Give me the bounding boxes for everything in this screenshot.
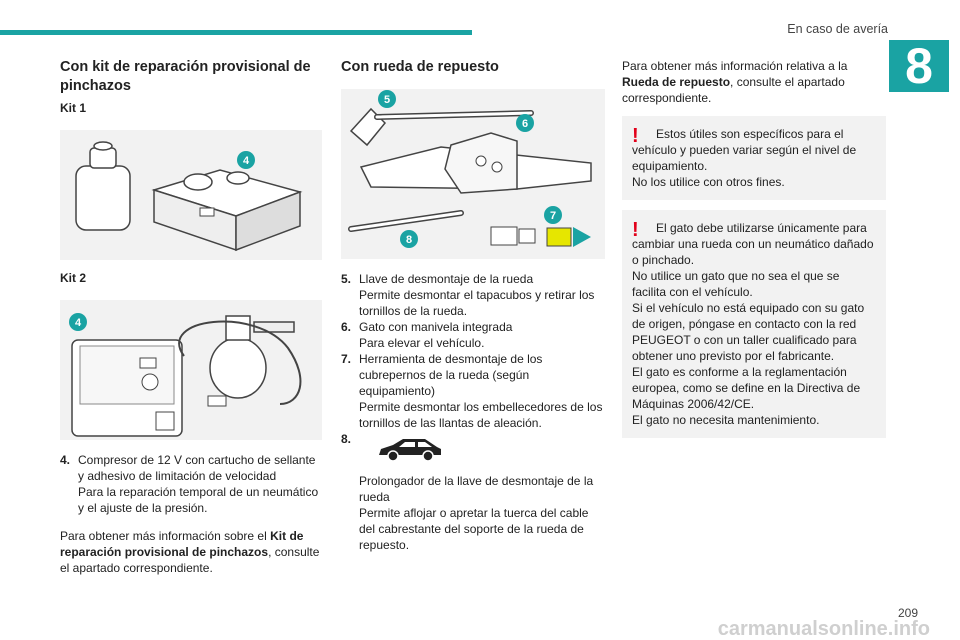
spare-wheel-heading: Con rueda de repuesto bbox=[341, 59, 499, 75]
warning-box-tools: ! Estos útiles son específicos para el v… bbox=[622, 116, 886, 200]
kit2-label: Kit 2 bbox=[60, 271, 87, 285]
warning-jack-text: El gato debe utilizarse únicamente para … bbox=[632, 221, 874, 267]
section-title: En caso de avería bbox=[787, 22, 888, 36]
item-6-number: 6. bbox=[341, 320, 352, 334]
kit1-drawing: 4 bbox=[75, 141, 303, 252]
header-accent-bar bbox=[0, 30, 472, 35]
reference-text-end: , consulte el apartado correspondiente. bbox=[60, 545, 320, 575]
item-4-number: 4. bbox=[60, 453, 71, 467]
kit2-drawing: 4 bbox=[69, 313, 302, 437]
item-4-title: Compresor de 12 V con cartucho de sellan… bbox=[78, 453, 316, 483]
warning-tools-text: Estos útiles son específicos para el veh… bbox=[632, 127, 857, 173]
item-5: 5. Llave de desmontaje de la rueda Permi… bbox=[341, 271, 605, 319]
kit1-illustration: 4 bbox=[60, 130, 322, 260]
item-4: 4. Compresor de 12 V con cartucho de sel… bbox=[60, 452, 322, 516]
page-number: 209 bbox=[897, 606, 918, 620]
item-7-description: Permite desmontar los embellecedores de … bbox=[359, 400, 603, 430]
callout-5: 5 bbox=[384, 94, 390, 106]
intro-link-text: Rueda de repuesto bbox=[622, 75, 731, 89]
item-8-description: Permite aflojar o apretar la tuerca del … bbox=[359, 506, 589, 552]
item-7: 7. Herramienta de desmontaje de los cubr… bbox=[341, 351, 605, 431]
kit1-label: Kit 1 bbox=[60, 101, 87, 115]
callout-6: 6 bbox=[522, 118, 528, 130]
item-4-description: Para la reparación temporal de un neumát… bbox=[78, 485, 319, 515]
item-8-number: 8. bbox=[341, 432, 352, 446]
column-spare-wheel: Con rueda de repuesto 5 6 8 bbox=[341, 58, 605, 553]
kit2-callout-badge: 4 bbox=[75, 317, 82, 329]
intro-text: Para obtener más información relativa a … bbox=[622, 59, 848, 73]
item-6-description: Para elevar el vehículo. bbox=[359, 336, 485, 350]
item-5-title: Llave de desmontaje de la rueda bbox=[359, 272, 534, 286]
reference-text: Para obtener más información sobre el bbox=[60, 529, 271, 543]
item-8-title: Prolongador de la llave de desmontaje de… bbox=[359, 474, 594, 504]
intro-text-end: , consulte el apartado correspondiente. bbox=[622, 75, 845, 105]
spare-wheel-reference: Para obtener más información relativa a … bbox=[622, 58, 886, 106]
spare-wheel-tools-drawing: 5 6 8 7 bbox=[348, 90, 592, 248]
warning-tools-text-2: No los utilice con otros fines. bbox=[632, 175, 785, 189]
item-5-number: 5. bbox=[341, 272, 352, 286]
warning-icon: ! bbox=[632, 219, 639, 241]
kit2-illustration: 4 bbox=[60, 300, 322, 440]
item-6: 6. Gato con manivela integrada Para elev… bbox=[341, 319, 605, 351]
warning-jack-text-3: Si el vehículo no está equipado con su g… bbox=[632, 301, 865, 363]
repair-kit-heading: Con kit de reparación provisional de pin… bbox=[60, 59, 311, 94]
callout-7: 7 bbox=[550, 210, 556, 222]
item-8: 8. Prolongador de la llave de desmontaje… bbox=[341, 431, 605, 553]
warning-box-jack: ! El gato debe utilizarse únicamente par… bbox=[622, 210, 886, 438]
warning-jack-text-5: El gato no necesita mantenimiento. bbox=[632, 413, 820, 427]
reference-link-text: Kit de reparación provisional de pinchaz… bbox=[60, 529, 304, 559]
warning-jack-text-4: El gato es conforme a la reglamentación … bbox=[632, 365, 861, 411]
column-repair-kit: Con kit de reparación provisional de pin… bbox=[60, 58, 322, 576]
car-icon bbox=[379, 439, 441, 462]
column-notes: Para obtener más información relativa a … bbox=[622, 58, 886, 438]
chapter-badge: 8 bbox=[889, 38, 949, 94]
item-7-title: Herramienta de desmontaje de los cubrepe… bbox=[359, 352, 543, 398]
warning-jack-text-2: No utilice un gato que no sea el que se … bbox=[632, 269, 840, 299]
kit1-callout-badge: 4 bbox=[243, 155, 250, 167]
callout-8: 8 bbox=[406, 234, 412, 246]
item-7-number: 7. bbox=[341, 352, 352, 366]
watermark-text: carmanualsonline.info bbox=[717, 618, 930, 640]
item-5-description: Permite desmontar el tapacubos y retirar… bbox=[359, 288, 595, 318]
repair-kit-reference: Para obtener más información sobre el Ki… bbox=[60, 528, 322, 576]
item-6-title: Gato con manivela integrada bbox=[359, 320, 513, 334]
warning-icon: ! bbox=[632, 125, 639, 147]
tool-list: 5. Llave de desmontaje de la rueda Permi… bbox=[341, 271, 605, 553]
spare-wheel-tools-illustration: 5 6 8 7 bbox=[341, 89, 605, 259]
